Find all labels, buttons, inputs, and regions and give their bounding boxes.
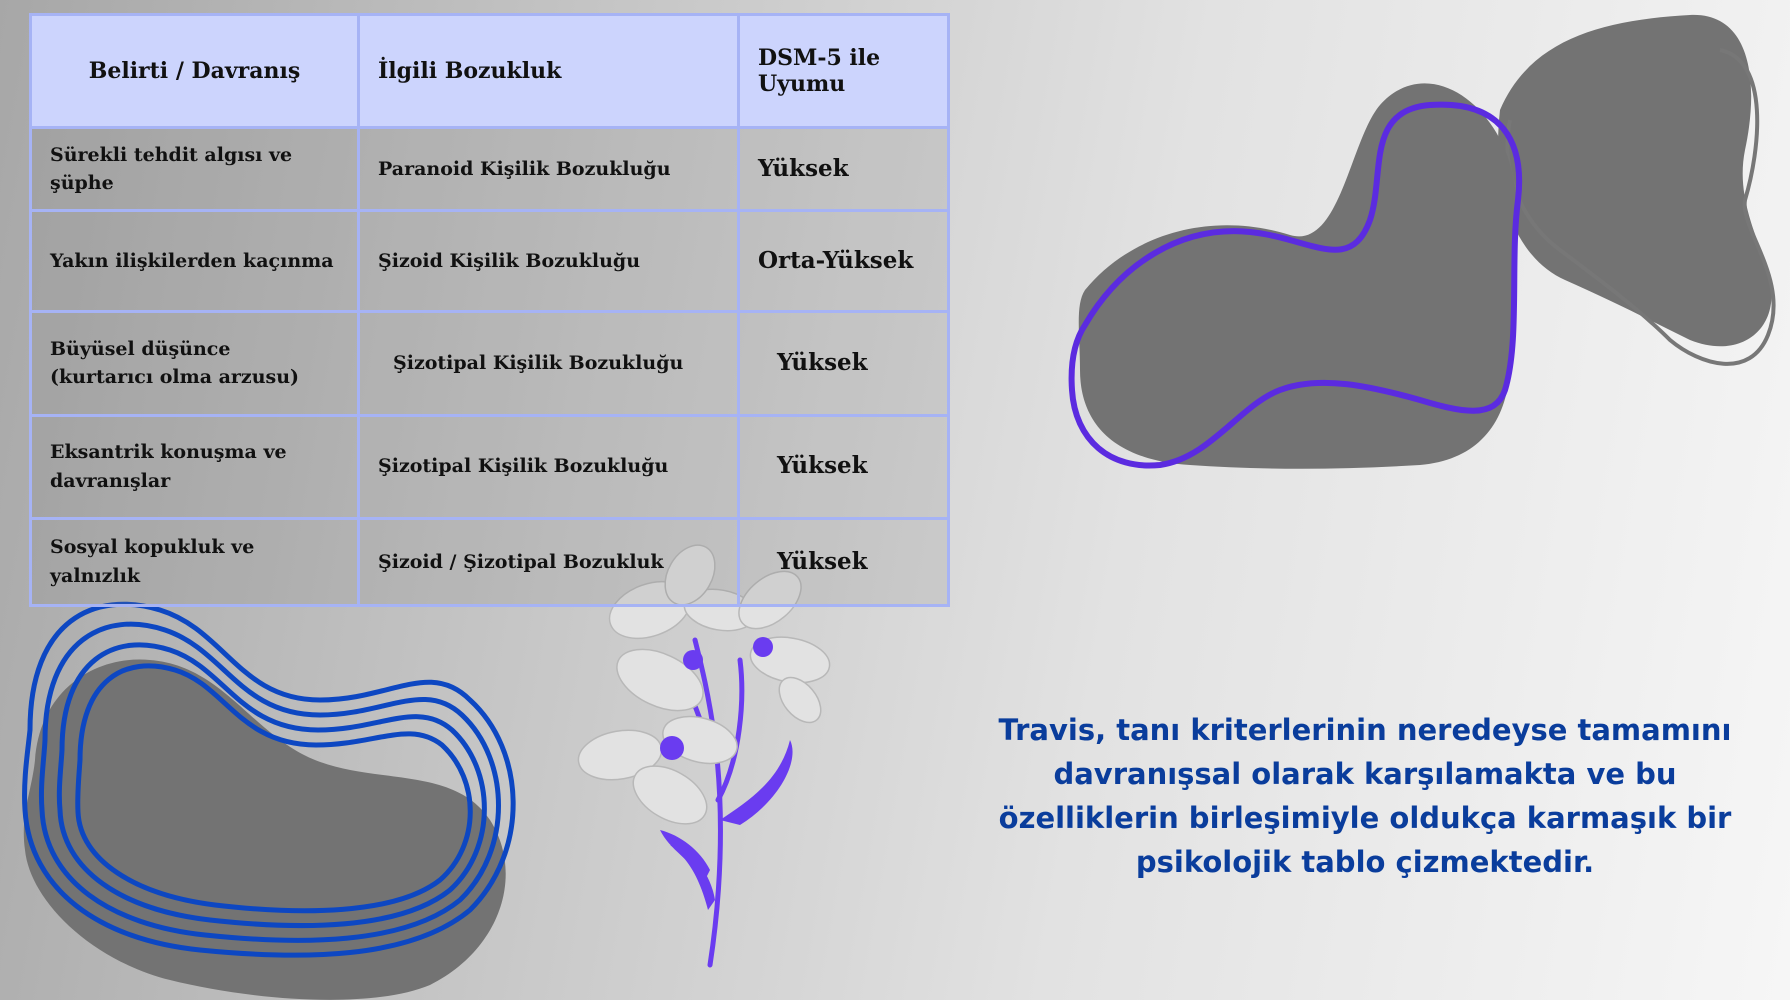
disorder-cell: Paranoid Kişilik Bozukluğu bbox=[357, 125, 740, 213]
disorder-cell: Şizoid Kişilik Bozukluğu bbox=[357, 209, 740, 314]
gray-outline bbox=[1505, 48, 1776, 366]
compatibility-cell: Yüksek bbox=[737, 125, 950, 213]
symptom-cell: Eksantrik konuşma ve davranışlar bbox=[29, 413, 360, 520]
purple-outline bbox=[1068, 101, 1523, 469]
header-row: Belirti / Davranış İlgili Bozukluk DSM-5… bbox=[29, 13, 950, 129]
table-row: Sürekli tehdit algısı ve şüphe Paranoid … bbox=[29, 125, 950, 213]
header-symptom: Belirti / Davranış bbox=[29, 13, 360, 129]
table-row: Sosyal kopukluk ve yalnızlık Şizoid / Şi… bbox=[29, 516, 950, 608]
table: Belirti / Davranış İlgili Bozukluk DSM-5… bbox=[29, 13, 950, 608]
table-row: Eksantrik konuşma ve davranışlar Şizotip… bbox=[29, 413, 950, 520]
symptom-cell: Sürekli tehdit algısı ve şüphe bbox=[29, 125, 360, 213]
flower-leaves bbox=[660, 740, 793, 910]
header-disorder: İlgili Bozukluk bbox=[357, 13, 740, 129]
gray-blob-right bbox=[1498, 14, 1772, 347]
summary-caption: Travis, tanı kriterlerinin neredeyse tam… bbox=[998, 713, 1732, 879]
flower-centers bbox=[660, 637, 773, 760]
diagnosis-table: Belirti / Davranış İlgili Bozukluk DSM-5… bbox=[29, 13, 950, 608]
header-dsm-compatibility: DSM-5 ile Uyumu bbox=[737, 13, 950, 129]
symptom-cell: Büyüsel düşünce (kurtarıcı olma arzusu) bbox=[29, 310, 360, 417]
table-row: Yakın ilişkilerden kaçınma Şizoid Kişili… bbox=[29, 209, 950, 314]
compatibility-cell: Yüksek bbox=[737, 310, 950, 417]
disorder-cell: Şizotipal Kişilik Bozukluğu bbox=[357, 413, 740, 520]
disorder-cell: Şizoid / Şizotipal Bozukluk bbox=[357, 516, 740, 608]
gray-blob-left bbox=[1078, 83, 1518, 469]
compatibility-cell: Orta-Yüksek bbox=[737, 209, 950, 314]
compatibility-cell: Yüksek bbox=[737, 413, 950, 520]
compatibility-cell: Yüksek bbox=[737, 516, 950, 608]
table-row: Büyüsel düşünce (kurtarıcı olma arzusu) … bbox=[29, 310, 950, 417]
disorder-cell: Şizotipal Kişilik Bozukluğu bbox=[357, 310, 740, 417]
symptom-cell: Sosyal kopukluk ve yalnızlık bbox=[29, 516, 360, 608]
blue-rings bbox=[22, 601, 516, 958]
symptom-cell: Yakın ilişkilerden kaçınma bbox=[29, 209, 360, 314]
gray-blob-bottom bbox=[23, 659, 506, 1000]
